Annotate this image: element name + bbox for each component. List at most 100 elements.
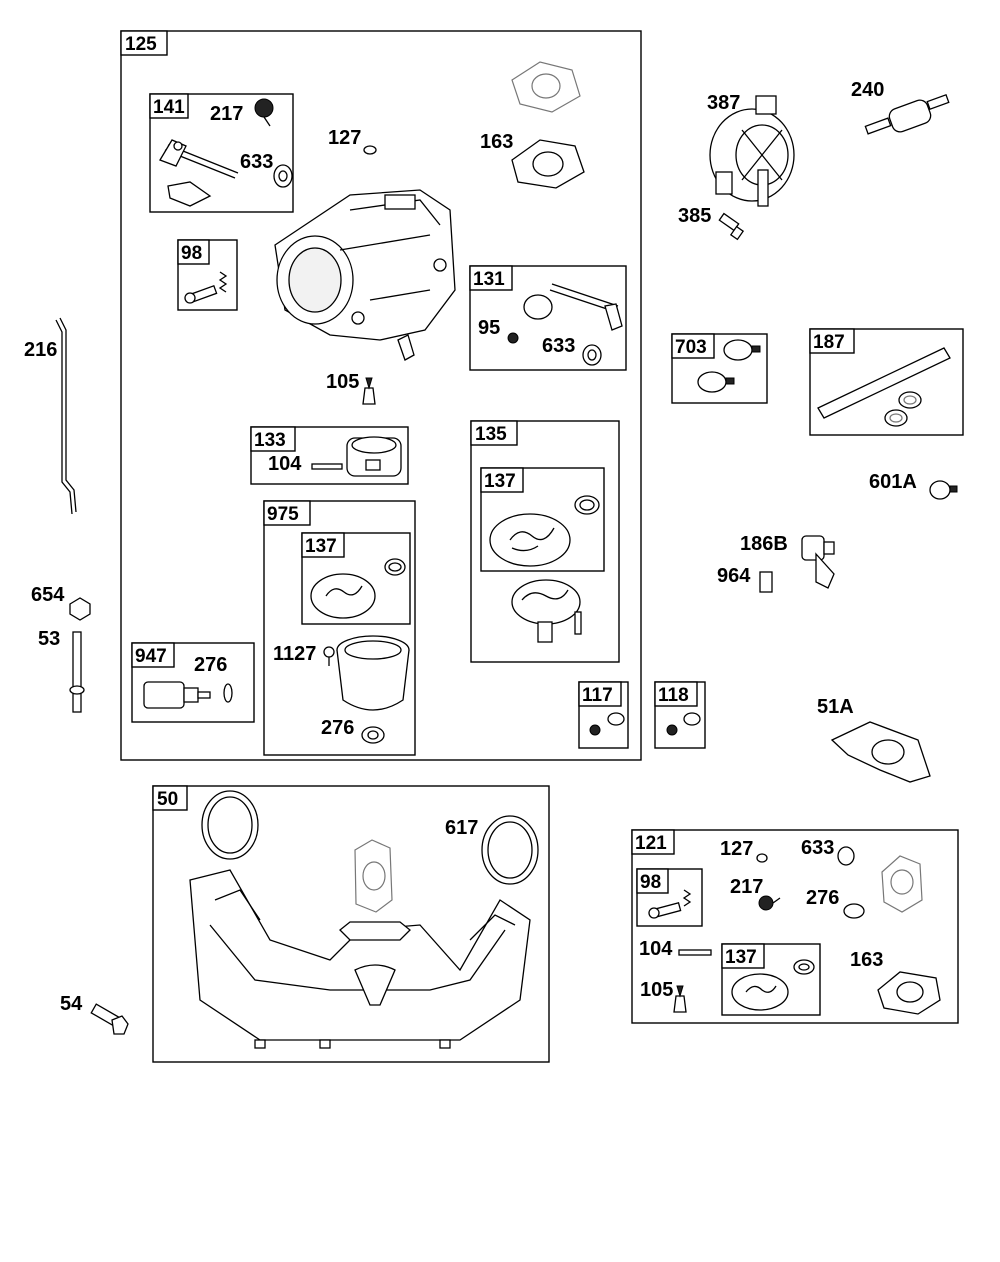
gasket-kit-137-a [489,495,600,567]
gasket-gray-121 [881,855,923,913]
group-133: 133 104 [250,426,409,485]
label-633: 633 [240,151,273,173]
seal-ring-617 [481,815,539,885]
label-654: 654 [31,584,65,606]
group-131: 131 95 633 [469,265,627,371]
group-50-tag: 50 [157,789,178,810]
label-54: 54 [60,993,83,1015]
label-240: 240 [851,79,884,101]
group-135-tag: 135 [475,424,507,445]
group-137-tag: 137 [484,471,516,492]
group-117-tag: 117 [582,685,613,706]
plug-127 [363,145,377,155]
gasket-163 [511,139,585,189]
group-98-tag: 98 [640,872,661,893]
carburetor-body [274,189,456,361]
screw-54 [90,1003,129,1035]
group-703-tag: 703 [675,337,707,358]
label-127: 127 [720,838,753,860]
group-137-tag: 137 [725,947,757,968]
group-133-tag: 133 [254,430,286,451]
group-947: 947 276 [131,642,255,723]
label-633: 633 [801,837,834,859]
group-187: 187 [809,328,964,436]
label-276: 276 [321,717,354,739]
label-276: 276 [194,654,227,676]
label-633: 633 [542,335,575,357]
jet-117 [589,724,601,736]
group-131-tag: 131 [473,269,505,290]
group-121-tag: 121 [635,833,667,854]
label-163: 163 [850,949,883,971]
washer-276-b [361,726,385,744]
group-125: 125 [120,30,642,761]
pin-104-b [678,949,712,956]
group-121: 121 98 127 633 217 276 104 105 [631,829,959,1024]
needle-screw [184,284,218,304]
needle-105-b [673,985,687,1013]
group-703: 703 [671,333,768,404]
screw-385 [718,212,745,241]
float-pin [311,463,343,470]
gasket-gray-50 [354,839,393,913]
needle-spring [218,271,228,293]
label-53: 53 [38,628,60,650]
sleeve-964 [759,571,773,593]
label-617: 617 [445,817,478,839]
group-98: 98 [177,239,238,311]
label-104: 104 [268,453,302,475]
jet-118 [666,724,678,736]
seal-633-b [582,344,602,366]
label-105: 105 [640,979,673,1001]
spring-217-a [254,98,274,127]
stud-53 [69,631,85,713]
choke-shaft [159,139,239,179]
choke-plate [167,181,212,207]
label-964: 964 [717,565,751,587]
group-135: 135 137 [470,420,620,663]
group-118-tag: 118 [658,685,689,706]
clamp-703-b [697,371,735,393]
label-217: 217 [730,876,763,898]
screw-95 [507,332,519,344]
throttle-shaft [549,283,623,331]
seal-633-a [273,164,293,188]
label-216: 216 [24,339,57,361]
group-187-tag: 187 [813,332,845,353]
gasket-kit-137-b [310,558,406,619]
label-163: 163 [480,131,513,153]
group-117: 117 [578,681,629,749]
washer-276-a [223,683,233,703]
float-needle-105 [362,377,376,405]
bowl-screw-1127 [323,646,335,666]
hose-clamp-b [884,409,908,427]
hose-clamp-a [898,391,922,409]
label-95: 95 [478,317,500,339]
float [346,436,402,477]
label-51a: 51A [817,696,854,718]
label-385: 385 [678,205,711,227]
seal-ring-left [201,790,259,860]
label-105: 105 [326,371,359,393]
label-601a: 601A [869,471,917,493]
label-127: 127 [328,127,361,149]
clamp-601a [929,480,958,500]
oring-118 [683,712,701,726]
group-98-tag: 98 [181,243,202,264]
fuel-solenoid [143,681,211,709]
group-141: 141 217 633 [149,93,294,213]
intake-manifold [189,869,531,1049]
spring-217-b [758,895,781,911]
label-276: 276 [806,887,839,909]
metering-body [511,579,582,643]
group-137-tag: 137 [305,536,337,557]
elbow-fitting-186b [801,535,835,589]
label-104: 104 [639,938,673,960]
governor-link-216 [59,317,77,513]
label-387: 387 [707,92,740,114]
group-50: 50 617 [152,785,550,1063]
seal-633-c [837,846,855,866]
fuel-pump-387 [709,95,795,207]
